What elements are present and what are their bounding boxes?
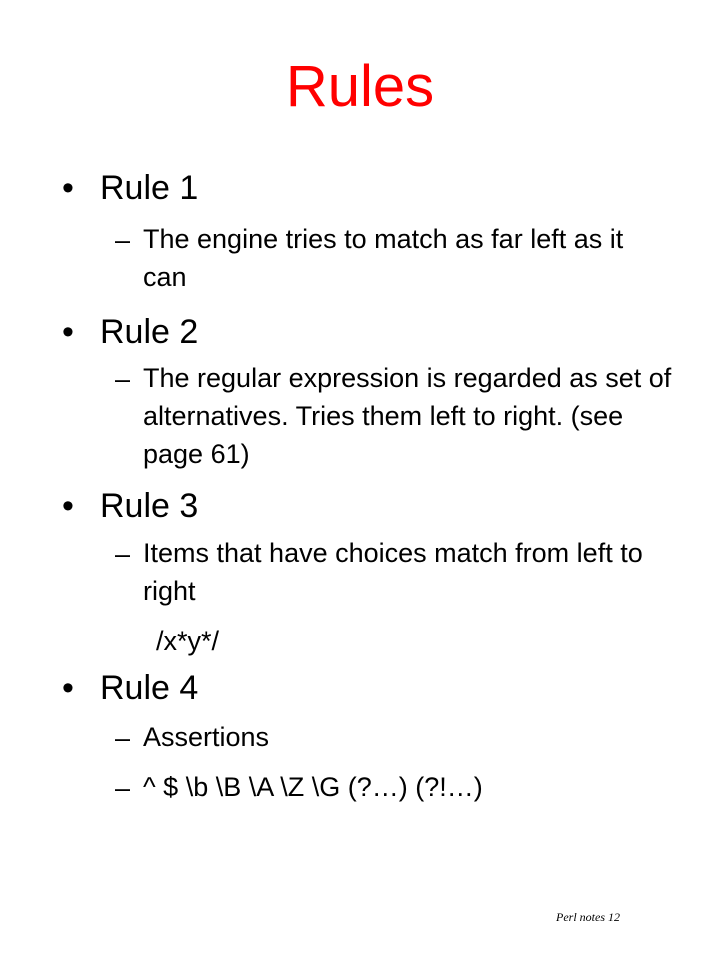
rule-heading: Rule 2 [100,313,199,351]
rule-heading: Rule 4 [100,669,199,707]
bullet-icon: • [62,669,74,707]
dash-icon: – [115,225,131,255]
rule-description: The engine tries to match as far left as… [143,224,624,292]
bullet-icon: • [62,313,74,351]
dash-icon: – [115,364,131,394]
rule-description: The regular expression is regarded as se… [143,363,672,469]
dash-icon: – [115,773,131,803]
dash-icon: – [115,723,131,753]
rule-description: Items that have choices match from left … [143,538,643,606]
dash-icon: – [115,539,131,569]
footer-page-note: Perl notes 12 [556,910,620,924]
rule-heading: Rule 1 [100,169,199,207]
slide-title: Rules [285,54,435,119]
assertion-list: ^ $ \b \B \A \Z \G (?…) (?!…) [143,772,483,802]
regex-example: /x*y*/ [156,626,220,656]
rule-description: Assertions [143,722,270,752]
rule-heading: Rule 3 [100,487,199,525]
bullet-icon: • [62,169,74,207]
bullet-icon: • [62,487,74,525]
